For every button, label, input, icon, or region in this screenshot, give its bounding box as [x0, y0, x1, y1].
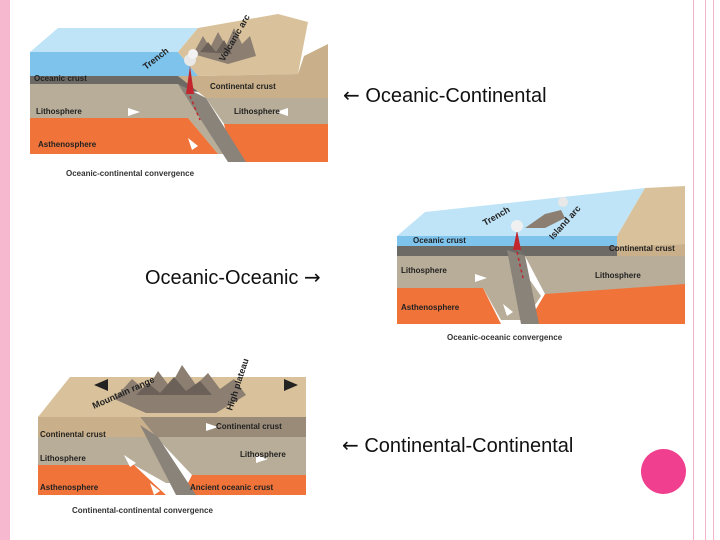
oceanic-crust	[397, 246, 525, 256]
label-lithosphere-left: Lithosphere	[401, 266, 447, 275]
left-accent-bar	[0, 0, 10, 540]
right-border-line	[713, 0, 714, 540]
lithosphere	[38, 437, 186, 483]
label-oceanic-crust: Oceanic crust	[413, 236, 466, 245]
label-asthenosphere: Asthenosphere	[38, 140, 97, 149]
label-oceanic-continental: Oceanic-Continental	[365, 85, 547, 107]
label-continental-crust-left: Continental crust	[40, 430, 106, 439]
asthenosphere	[397, 288, 501, 324]
caption-oceanic-continental: Oceanic-continental convergence	[66, 169, 195, 178]
label-lithosphere-left: Lithosphere	[40, 454, 86, 463]
label-oceanic-oceanic: Oceanic-Oceanic	[145, 267, 299, 289]
arrow-right-icon: →	[303, 265, 321, 289]
ocean	[30, 52, 198, 76]
lithosphere	[30, 84, 238, 154]
caption-continental-continental: Continental-continental convergence	[72, 506, 213, 515]
continental-continental-diagram: Continental crust Continental crust Lith…	[38, 357, 306, 515]
label-lithosphere-right: Lithosphere	[234, 107, 280, 116]
label-lithosphere-left: Lithosphere	[36, 107, 82, 116]
continental-crust-right	[140, 417, 306, 437]
oceanic-oceanic-diagram: Oceanic crust Continental crust Lithosph…	[397, 186, 685, 342]
label-oceanic-continental-row: ← Oceanic-Continental	[343, 83, 547, 108]
asthenosphere	[38, 465, 166, 495]
label-asthenosphere: Asthenosphere	[40, 483, 99, 492]
label-continental-crust: Continental crust	[609, 244, 675, 253]
label-lithosphere-right: Lithosphere	[240, 450, 286, 459]
label-lithosphere-right: Lithosphere	[595, 271, 641, 280]
caption-oceanic-oceanic: Oceanic-oceanic convergence	[447, 333, 563, 342]
right-border-line	[705, 0, 706, 540]
label-oceanic-oceanic-row: Oceanic-Oceanic →	[145, 265, 321, 290]
asthenosphere	[30, 118, 218, 154]
arrow-left-icon: ←	[342, 433, 359, 457]
oceanic-continental-diagram: Oceanic crust Continental crust Lithosph…	[30, 14, 328, 178]
label-continental-continental: Continental-Continental	[364, 435, 574, 457]
arrow-left-icon: ←	[343, 83, 360, 107]
label-continental-continental-row: ← Continental-Continental	[342, 433, 573, 458]
label-continental-crust: Continental crust	[210, 82, 276, 91]
label-continental-crust-right: Continental crust	[216, 422, 282, 431]
label-ancient-oceanic-crust: Ancient oceanic crust	[190, 483, 273, 492]
right-border-line	[693, 0, 694, 540]
continental-crust	[178, 76, 328, 98]
accent-circle	[641, 449, 686, 494]
label-oceanic-crust: Oceanic crust	[34, 74, 87, 83]
label-asthenosphere: Asthenosphere	[401, 303, 460, 312]
continental-crust-left	[38, 417, 156, 437]
ocean	[397, 236, 617, 246]
